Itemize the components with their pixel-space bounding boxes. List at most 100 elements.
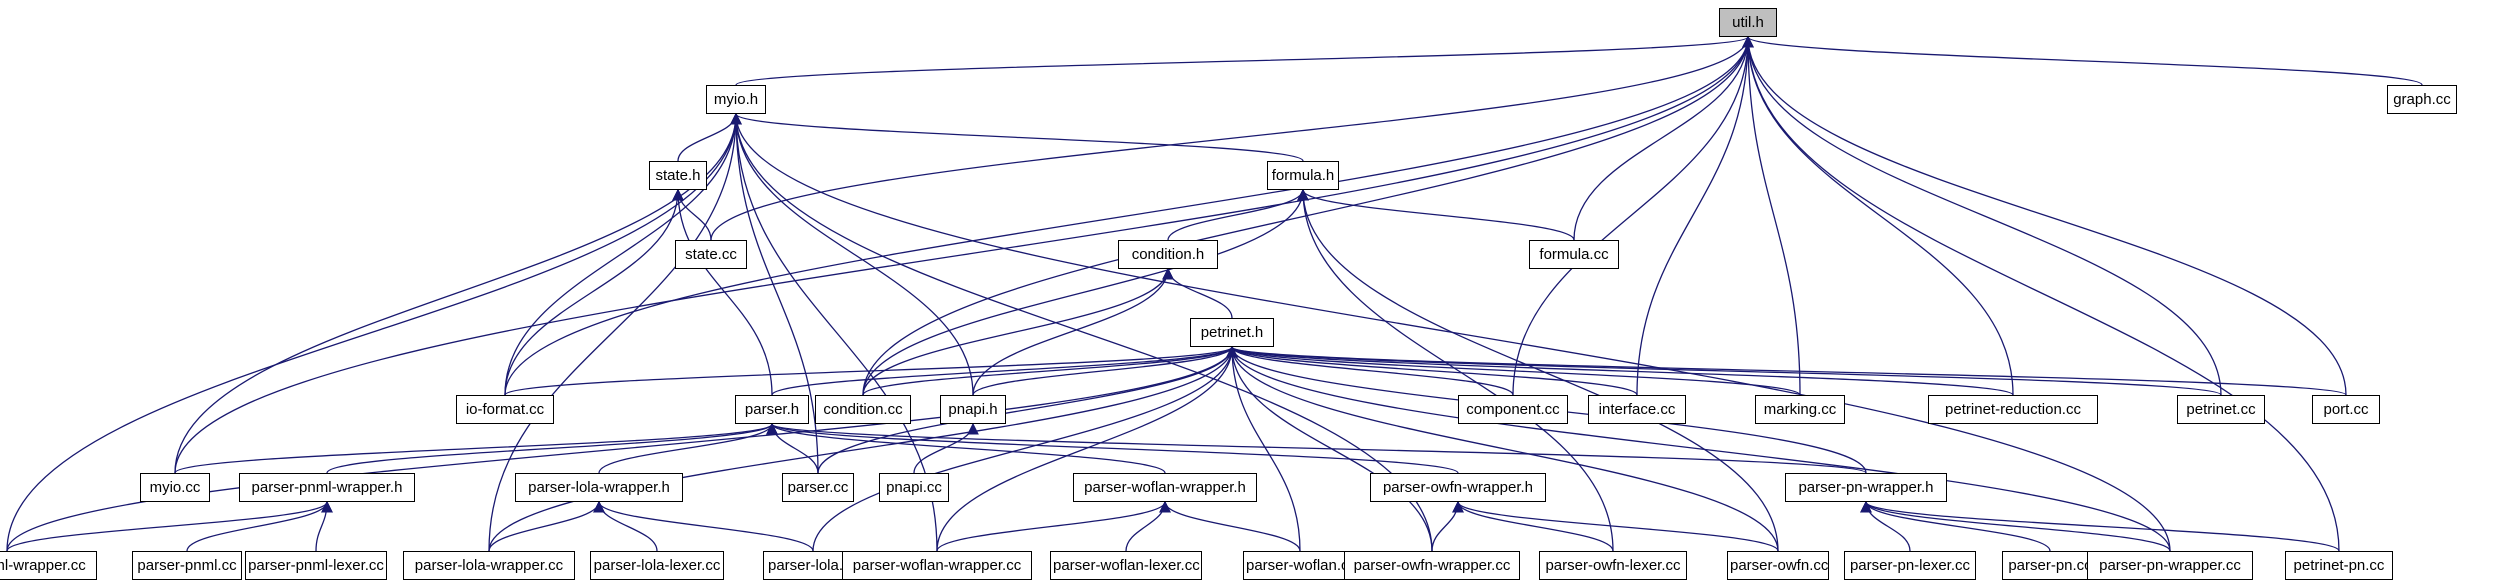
edge-parser-pnml-lexer-cc-to-parser-pnml-wrapper-h [315,500,333,552]
edge-parser-cc-to-myio-h [730,112,819,474]
node-parser-lola-lexer-cc[interactable]: parser-lola-lexer.cc [590,551,724,580]
edge-petrinet-cc-to-petrinet-h [1226,345,2222,396]
node-petrinet-cc[interactable]: petrinet.cc [2177,395,2265,424]
node-parser-pnml-cc[interactable]: parser-pnml.cc [132,551,242,580]
node-parser-pnml-wrapper-cc[interactable]: parser-pnml-wrapper.cc [0,551,97,580]
edge-parser-pn-wrapper-cc-to-parser-pn-wrapper-h [1860,500,2171,552]
edge-petrinet-reduction-cc-to-util-h [1742,35,2014,396]
node-pnapi-h[interactable]: pnapi.h [940,395,1006,424]
edge-pnapi-cc-to-pnapi-h [913,422,979,474]
node-parser-woflan-lexer-cc[interactable]: parser-woflan-lexer.cc [1050,551,1202,580]
node-parser-owfn-cc[interactable]: parser-owfn.cc [1727,551,1829,580]
edge-parser-owfn-cc-to-petrinet-h [1226,345,1779,552]
node-parser-pnml-lexer-cc[interactable]: parser-pnml-lexer.cc [245,551,387,580]
edge-parser-woflan-cc-to-parser-woflan-wrapper-h [1159,500,1301,552]
node-condition-h[interactable]: condition.h [1118,240,1218,269]
edge-parser-pnml-wrapper-cc-to-petrinet-h [6,345,1238,552]
edge-parser-woflan-wrapper-cc-to-petrinet-h [936,345,1238,552]
edge-marking-cc-to-petrinet-h [1226,345,1801,396]
node-formula-h[interactable]: formula.h [1267,161,1339,190]
edge-port-cc-to-petrinet-h [1226,345,2347,396]
edge-petrinet-pn-cc-to-parser-pn-wrapper-h [1860,500,2340,552]
edge-parser-owfn-lexer-cc-to-formula-h [1297,188,1614,552]
edge-io-format-cc-to-util-h [504,35,1754,396]
edge-petrinet-reduction-cc-to-petrinet-h [1226,345,2014,396]
edge-interface-cc-to-util-h [1636,35,1754,396]
edge-parser-pnml-wrapper-h-to-parser-h [326,422,778,474]
node-state-cc[interactable]: state.cc [675,240,747,269]
node-condition-cc[interactable]: condition.cc [815,395,911,424]
edge-pnapi-h-to-condition-h [972,267,1174,396]
node-myio-cc[interactable]: myio.cc [140,473,210,502]
edge-petrinet-h-to-condition-h [1162,267,1233,319]
edge-marking-cc-to-util-h [1742,35,1801,396]
edge-parser-woflan-wrapper-cc-to-parser-woflan-wrapper-h [936,500,1171,552]
node-parser-pn-cc[interactable]: parser-pn.cc [2002,551,2098,580]
node-parser-lola-wrapper-cc[interactable]: parser-lola-wrapper.cc [403,551,575,580]
node-petrinet-h[interactable]: petrinet.h [1190,318,1274,347]
edge-parser-lola-wrapper-cc-to-petrinet-h [488,345,1238,552]
edge-pnapi-h-to-petrinet-h [972,345,1238,396]
edge-component-cc-to-petrinet-h [1226,345,1514,396]
edge-parser-h-to-state-h [672,188,773,396]
edge-parser-owfn-lexer-cc-to-parser-owfn-wrapper-h [1452,500,1614,552]
node-parser-woflan-cc[interactable]: parser-woflan.cc [1243,551,1357,580]
node-parser-cc[interactable]: parser.cc [782,473,854,502]
edge-myio-cc-to-util-h [174,35,1754,474]
node-myio-h[interactable]: myio.h [706,85,766,114]
edge-parser-pn-wrapper-h-to-parser-h [766,422,1867,474]
node-parser-pn-wrapper-h[interactable]: parser-pn-wrapper.h [1785,473,1947,502]
node-port-cc[interactable]: port.cc [2312,395,2380,424]
edge-interface-cc-to-petrinet-h [1226,345,1638,396]
node-component-cc[interactable]: component.cc [1458,395,1568,424]
node-marking-cc[interactable]: marking.cc [1755,395,1845,424]
node-parser-owfn-wrapper-cc[interactable]: parser-owfn-wrapper.cc [1344,551,1520,580]
edge-parser-lola-wrapper-cc-to-myio-h [488,112,742,552]
edge-parser-lola-cc-to-parser-lola-wrapper-h [593,500,814,552]
edge-parser-h-to-petrinet-h [771,345,1238,396]
edge-graph-cc-to-util-h [1742,35,2423,86]
edge-parser-owfn-wrapper-h-to-parser-h [766,422,1459,474]
edge-parser-pn-cc-to-parser-pn-wrapper-h [1860,500,2051,552]
edge-state-cc-to-util-h [710,35,1754,241]
edge-myio-cc-to-parser-h [174,422,778,474]
node-parser-pnml-wrapper-h[interactable]: parser-pnml-wrapper.h [239,473,415,502]
edge-parser-owfn-wrapper-cc-to-parser-owfn-wrapper-h [1431,500,1464,552]
edge-formula-cc-to-formula-h [1297,188,1575,241]
node-parser-lola-wrapper-h[interactable]: parser-lola-wrapper.h [515,473,683,502]
node-parser-woflan-wrapper-h[interactable]: parser-woflan-wrapper.h [1073,473,1257,502]
node-graph-cc[interactable]: graph.cc [2387,85,2457,114]
node-parser-owfn-wrapper-h[interactable]: parser-owfn-wrapper.h [1370,473,1546,502]
edge-port-cc-to-util-h [1742,35,2347,396]
edge-parser-owfn-cc-to-parser-owfn-wrapper-h [1452,500,1779,552]
edge-parser-lola-wrapper-cc-to-parser-lola-wrapper-h [488,500,605,552]
edge-io-format-cc-to-myio-h [504,112,742,396]
edge-condition-cc-to-condition-h [862,267,1174,396]
edge-parser-lola-wrapper-h-to-parser-h [598,422,778,474]
node-parser-pn-wrapper-cc[interactable]: parser-pn-wrapper.cc [2087,551,2253,580]
node-interface-cc[interactable]: interface.cc [1588,395,1686,424]
edge-condition-cc-to-formula-h [862,188,1309,396]
node-io-format-cc[interactable]: io-format.cc [456,395,554,424]
node-util-h[interactable]: util.h [1719,8,1777,37]
edge-parser-pnml-cc-to-parser-pnml-wrapper-h [186,500,333,552]
node-parser-h[interactable]: parser.h [735,395,809,424]
edge-parser-owfn-cc-to-formula-h [1297,188,1779,552]
edge-parser-woflan-wrapper-h-to-parser-h [766,422,1166,474]
node-petrinet-pn-cc[interactable]: petrinet-pn.cc [2285,551,2393,580]
node-parser-owfn-lexer-cc[interactable]: parser-owfn-lexer.cc [1539,551,1687,580]
node-formula-cc[interactable]: formula.cc [1529,240,1619,269]
node-parser-pn-lexer-cc[interactable]: parser-pn-lexer.cc [1844,551,1976,580]
edge-formula-cc-to-util-h [1573,35,1754,241]
edge-io-format-cc-to-state-h [504,188,684,396]
node-parser-woflan-wrapper-cc[interactable]: parser-woflan-wrapper.cc [842,551,1032,580]
edge-parser-woflan-cc-to-petrinet-h [1226,345,1301,552]
node-pnapi-cc[interactable]: pnapi.cc [879,473,949,502]
node-petrinet-reduction-cc[interactable]: petrinet-reduction.cc [1928,395,2098,424]
edge-component-cc-to-util-h [1512,35,1754,396]
edge-formula-h-to-myio-h [730,112,1304,162]
node-state-h[interactable]: state.h [649,161,707,190]
edge-io-format-cc-to-petrinet-h [504,345,1238,396]
edge-parser-pnml-wrapper-cc-to-myio-h [6,112,742,552]
